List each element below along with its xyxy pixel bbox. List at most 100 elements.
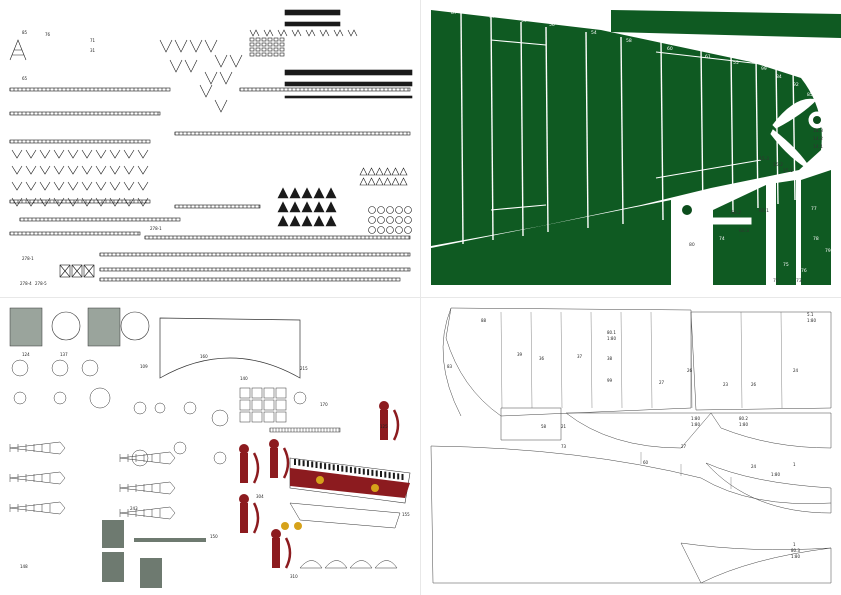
porthole-mark: [384, 471, 387, 478]
hull-side-1: [565, 412, 712, 449]
hull-scale-label: 1:80: [791, 554, 800, 559]
zigzag-part: [263, 29, 274, 37]
chevron-part: [95, 197, 107, 207]
hull-scale-label: 80.1: [607, 330, 616, 335]
small-triangle-part: [359, 177, 368, 186]
porthole-mark: [324, 463, 327, 470]
plating-seam: [655, 159, 762, 179]
plating-part-number: 60.3: [739, 228, 749, 234]
grey-panels: [102, 520, 206, 588]
porthole-mark: [362, 468, 365, 475]
plating-part-number: 14.1: [813, 144, 823, 150]
v-bracket-part: [229, 54, 243, 68]
hull-frame-line: [740, 311, 743, 409]
bow-outline: [442, 307, 462, 417]
zigzag-part: [347, 29, 358, 37]
black-strip-part: [284, 95, 413, 99]
porthole-mark: [341, 465, 344, 472]
plating-strip-top: [611, 10, 841, 38]
detail-part-label: 278-1: [150, 226, 162, 231]
v-bracket-part: [199, 84, 213, 98]
v-bracket-part: [169, 59, 183, 73]
superstructure-parts: [9, 359, 401, 569]
grid-cell-part: [273, 52, 279, 57]
chevron-part: [67, 149, 79, 159]
detail-part-label: 31: [90, 48, 96, 53]
plating-panel-label: 75: [783, 262, 789, 268]
hull-band-lower: [289, 502, 401, 529]
funnel-disc: [269, 439, 279, 449]
plating-cut-line: [520, 21, 524, 237]
round-fitting-part: [154, 402, 166, 414]
funnel-arc: [252, 502, 260, 534]
porthole-mark: [328, 463, 331, 470]
plate-square-part: [263, 411, 275, 423]
chevron-part: [39, 149, 51, 159]
chevron-part: [67, 197, 79, 207]
funnel-arc: [392, 409, 400, 441]
plating-cut-line: [755, 56, 759, 209]
round-part: [377, 206, 385, 214]
porthole-mark: [358, 468, 361, 474]
black-strip-part: [284, 9, 341, 16]
hull-band-label: 155: [402, 512, 410, 517]
porthole-mark: [302, 460, 305, 467]
ventilator-part: [9, 501, 66, 515]
grid-cell-part: [279, 42, 285, 47]
cross-part-diagonal: [59, 264, 71, 278]
plate-square-part: [239, 387, 251, 399]
small-triangle-part: [359, 167, 368, 176]
plating-part-number: 14.3: [813, 128, 823, 134]
ventilator-part: [119, 506, 176, 520]
chevron-part: [11, 197, 23, 207]
hull-outline-label: 36: [539, 356, 545, 361]
triangle-part: [277, 187, 289, 199]
hull-outline-label: 37: [577, 354, 583, 359]
v-bracket-part: [204, 71, 218, 85]
plating-panel-label: 54: [591, 30, 597, 36]
plate-square-part: [263, 387, 275, 399]
hull-scale-label: 5.1: [807, 312, 814, 317]
grid-cell-part: [261, 47, 267, 52]
v-bracket-part: [219, 71, 233, 85]
funnel-disc: [271, 529, 281, 539]
triangle-part: [301, 187, 313, 199]
superstructure-part-label: 125: [380, 424, 388, 429]
triangle-part: [277, 201, 289, 213]
plating-panel-label: 59: [521, 18, 527, 24]
plating-panel-label: 58: [626, 38, 632, 44]
grid-cell-part: [279, 52, 285, 57]
chevron-part: [81, 181, 93, 191]
v-bracket-part: [159, 39, 173, 53]
plating-panel-label: 99: [761, 66, 767, 72]
detail-part-label: 65: [22, 76, 28, 81]
small-triangle-part: [383, 177, 392, 186]
chevron-part: [95, 149, 107, 159]
funnel-stripe: [380, 410, 388, 440]
sheet-separator-horizontal: [0, 297, 841, 298]
grid-cell-part: [255, 37, 261, 42]
chevron-part: [53, 149, 65, 159]
round-part: [368, 226, 376, 234]
v-bracket-part: [184, 59, 198, 73]
superstructure-part-label: 150: [210, 534, 218, 539]
chevron-part: [123, 165, 135, 175]
chevron-part: [39, 165, 51, 175]
plate-square-part: [239, 411, 251, 423]
hull-side-4: [680, 542, 832, 584]
funnel-markings: [239, 401, 400, 569]
zigzag-part: [277, 29, 288, 37]
superstructure-part-label: 109: [140, 364, 148, 369]
funnel-stripe: [240, 453, 248, 483]
plate-square-part: [239, 399, 251, 411]
lifeboat-part: [349, 560, 373, 569]
round-part: [404, 226, 412, 234]
detail-part-label: 278-5: [35, 281, 47, 286]
chevron-part: [95, 165, 107, 175]
superstructure-part-label: 304: [256, 494, 264, 499]
hull-scale-label: 80.2: [739, 416, 748, 421]
porthole-mark: [294, 459, 296, 465]
